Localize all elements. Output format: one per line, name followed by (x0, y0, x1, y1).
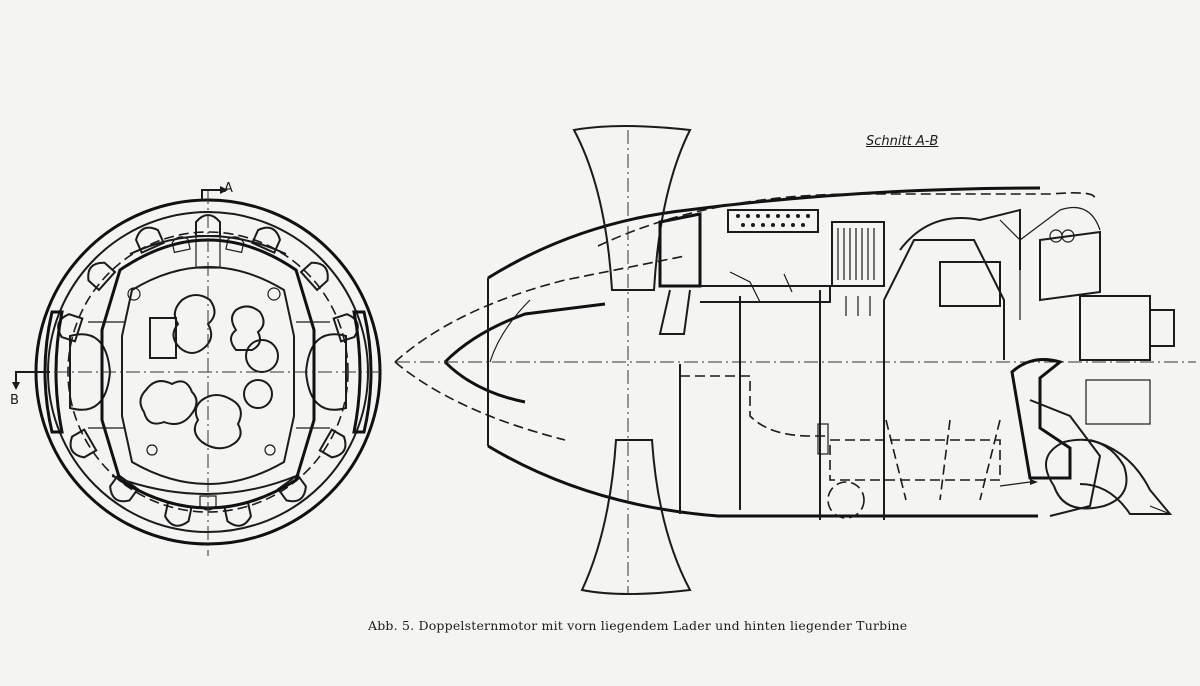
supercharger-diffuser (658, 289, 691, 335)
right-intake-cowl (352, 310, 373, 434)
intake-duct (700, 285, 831, 303)
crankcase-outline (100, 238, 316, 510)
section-dividers (679, 290, 885, 520)
spinner-upper (443, 302, 606, 364)
gearbox-lower-left (139, 380, 198, 425)
section-label: Schnitt A-B (866, 134, 939, 149)
lower-internal-dashed-1 (680, 375, 830, 437)
spinner-lower-dashed (394, 361, 566, 441)
cut-mark-b-arrow (12, 382, 20, 390)
exhaust-flow-arrows (999, 481, 1171, 515)
carburettor-block (149, 317, 177, 359)
rear-shaft-housing (1079, 295, 1175, 361)
cut-mark-a-label: A (224, 181, 233, 196)
panel-holes (736, 214, 810, 227)
rear-cylinder-head (939, 261, 1001, 307)
propeller-blade-upper (572, 125, 692, 291)
rear-accessory-lines (999, 206, 1101, 320)
struts (88, 321, 330, 429)
lower-rods-dashed (885, 419, 1001, 501)
lower-fitting (817, 423, 829, 455)
lower-manifold (111, 475, 297, 495)
bolt (146, 444, 158, 456)
cowling-top (487, 186, 1041, 280)
lower-pump-dashed (827, 481, 865, 519)
exhaust-outlet (1079, 439, 1173, 515)
gearbox-upper (172, 294, 216, 354)
supercharger-housing (658, 212, 702, 288)
cooling-air-arrows (845, 296, 871, 316)
cut-mark-a-line (201, 189, 220, 200)
cut-mark-b-label: B (10, 393, 19, 408)
turbine-wheel (1029, 399, 1102, 517)
cowling-bottom (487, 444, 1038, 518)
rear-gear-housing (1039, 230, 1101, 302)
turbine-scroll (1045, 438, 1128, 510)
propeller-blade-lower (580, 439, 692, 595)
cut-mark-b-line (15, 371, 50, 382)
perforated-panel (727, 209, 819, 233)
lower-internal-dashed-2 (829, 439, 1001, 481)
cut-mark-a-arrow (220, 186, 228, 194)
intercooler (831, 221, 885, 287)
front-view (12, 186, 382, 556)
accessory-housing (230, 305, 265, 351)
nose-inner-line (489, 299, 531, 363)
left-intake-cowl (43, 310, 64, 434)
bolt (264, 444, 276, 456)
rear-mount (1085, 379, 1151, 425)
airflow-arrows (729, 271, 793, 303)
rear-exhaust (899, 208, 1021, 270)
exhaust-arrowhead (1030, 479, 1038, 485)
figure-caption: Abb. 5. Doppelsternmotor mit vorn liegen… (368, 618, 908, 633)
spinner-lower (443, 360, 526, 404)
upper-manifold (129, 235, 287, 255)
rear-cylinder-row (883, 239, 1005, 360)
intercooler-fins (837, 228, 875, 280)
spinner-upper-dashed (394, 255, 686, 363)
side-section (394, 125, 1196, 595)
bolt (267, 287, 281, 301)
crankcase-inner (121, 266, 295, 485)
magneto-housing (243, 379, 273, 409)
turbine-casing (1010, 358, 1072, 480)
gearbox-lower-right (193, 394, 242, 450)
bolt (127, 287, 141, 301)
cowling-top-dashed (597, 192, 1096, 247)
pump-housing (245, 339, 279, 373)
